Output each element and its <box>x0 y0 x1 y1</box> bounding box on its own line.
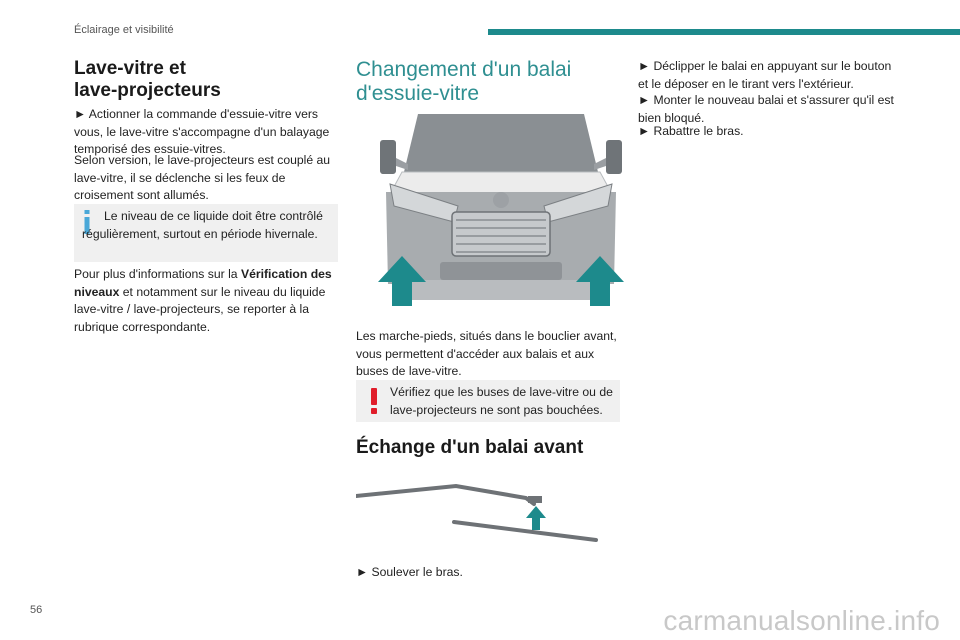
lower-arm-step: ► Rabattre le bras. <box>638 124 744 138</box>
levels-link-text: Vérification des niveaux <box>74 267 332 299</box>
header-accent-bar <box>488 29 960 35</box>
levels-reference: Pour plus d'informations sur la Vérifica… <box>74 266 336 336</box>
section-title-wiper: Changement d'un balai d'essuie-vitre <box>356 58 571 106</box>
washer-version-note: Selon version, le lave-projecteurs est c… <box>74 153 331 202</box>
warning-note-box: Vérifiez que les buses de lave-vitre ou … <box>356 380 620 422</box>
page-number: 56 <box>30 604 43 616</box>
info-icon <box>84 210 90 234</box>
washer-instruction: ► Actionner la commande d'essuie-vitre v… <box>74 107 330 156</box>
title-line-1: Lave-vitre et <box>74 58 186 79</box>
lift-arm-step: ► Soulever le bras. <box>356 565 463 579</box>
title-line-2: d'essuie-vitre <box>356 82 480 105</box>
section-header: Éclairage et visibilité <box>74 24 174 36</box>
unclip-blade-step: ► Déclipper le balai en appuyant sur le … <box>638 59 892 91</box>
van-front-illustration <box>378 114 624 306</box>
title-line-1: Changement d'un balai <box>356 58 572 81</box>
section-title-washer: Lave-vitre et lave-projecteurs <box>74 58 221 102</box>
warning-icon <box>371 388 377 414</box>
levels-text-2: et notamment sur le niveau du liquide la… <box>74 284 326 334</box>
watermark-text: carmanualsonline.info <box>663 605 940 636</box>
fit-new-blade-step: ► Monter le nouveau balai et s'assurer q… <box>638 93 894 125</box>
levels-text-1: Pour plus d'informations sur la <box>74 267 241 281</box>
warning-note-text: Vérifiez que les buses de lave-vitre ou … <box>390 385 613 417</box>
steps-description: Les marche-pieds, situés dans le bouclie… <box>356 329 617 378</box>
info-note-box: Le niveau de ce liquide doit être contrô… <box>74 204 338 262</box>
subsection-title-front-blade: Échange d'un balai avant <box>356 437 584 458</box>
info-note-text: Le niveau de ce liquide doit être contrô… <box>82 209 323 241</box>
title-line-2: lave-projecteurs <box>74 80 221 101</box>
wiper-arm-illustration <box>356 483 598 542</box>
